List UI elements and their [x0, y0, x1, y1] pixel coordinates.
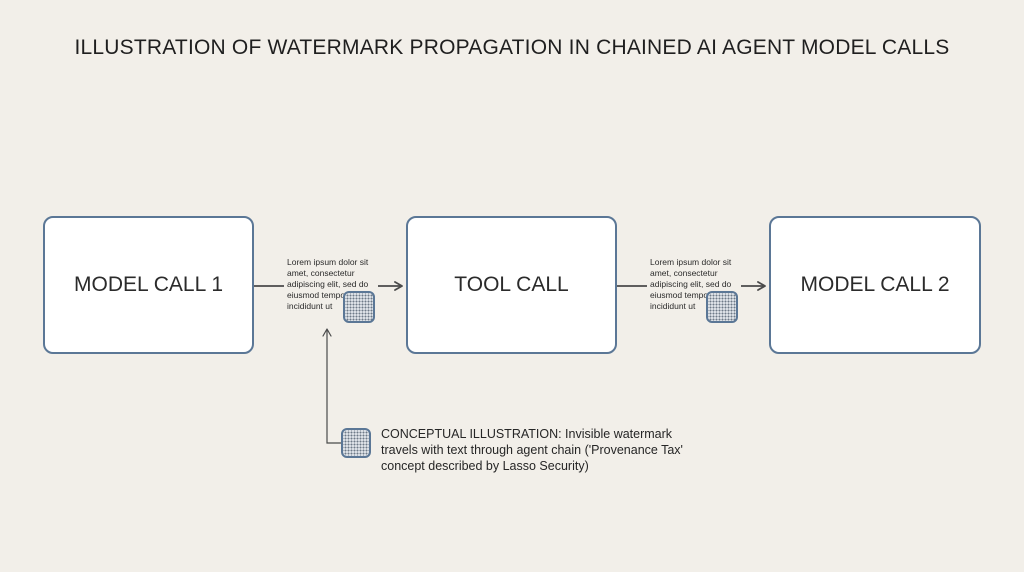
conceptual-caption: CONCEPTUAL ILLUSTRATION: Invisible water…	[381, 427, 683, 473]
model-call-2-label: MODEL CALL 2	[800, 273, 950, 296]
watermark-chip-icon	[706, 291, 738, 323]
tool-call-box: TOOL CALL	[406, 216, 617, 354]
tool-call-label: TOOL CALL	[454, 273, 569, 296]
model-call-1-label: MODEL CALL 1	[74, 273, 223, 296]
watermark-chip-icon	[341, 428, 371, 458]
diagram-title: ILLUSTRATION OF WATERMARK PROPAGATION IN…	[74, 36, 950, 59]
callout-arrowhead	[322, 328, 332, 337]
callout-line	[326, 330, 341, 444]
payload-text-2: Lorem ipsum dolor sit amet, consectetur …	[650, 257, 732, 311]
model-call-1-box: MODEL CALL 1	[43, 216, 254, 354]
model-call-2-box: MODEL CALL 2	[769, 216, 981, 354]
payload-text-1: Lorem ipsum dolor sit amet, consectetur …	[287, 257, 369, 311]
watermark-chip-icon	[343, 291, 375, 323]
